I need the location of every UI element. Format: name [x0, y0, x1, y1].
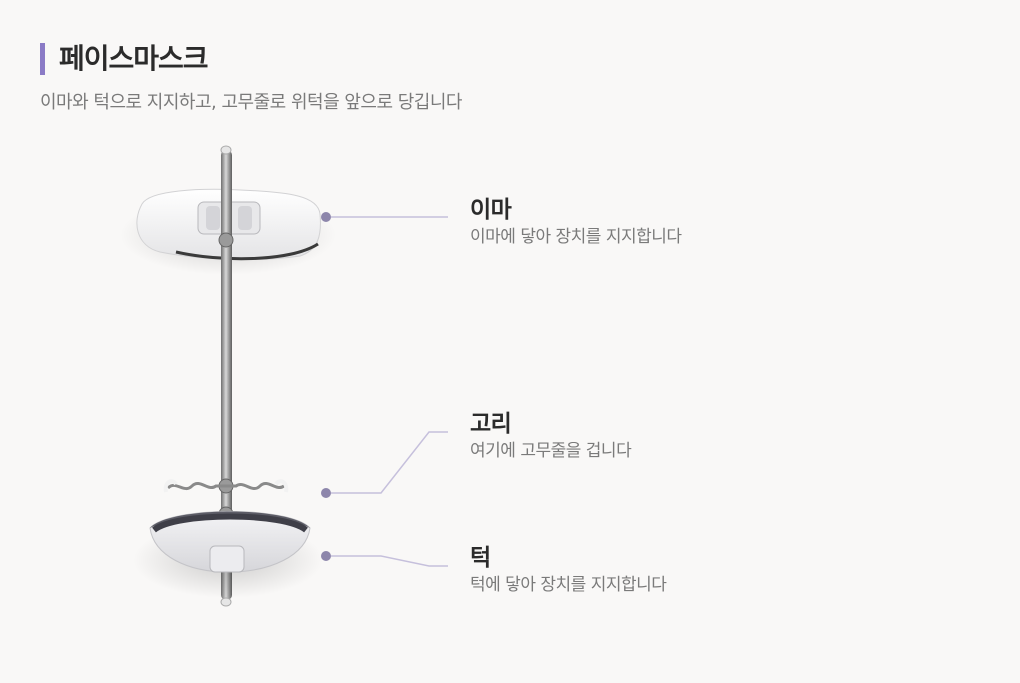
- leader-line-hook: [331, 431, 448, 494]
- callout-title: 고리: [470, 411, 512, 437]
- leader-line-chin: [331, 555, 448, 567]
- elastic-hook-bar: [163, 479, 289, 493]
- callout-description: 이마에 닿아 장치를 지지합니다: [470, 227, 682, 247]
- callout-forehead: 이마 이마에 닿아 장치를 지지합니다: [470, 195, 682, 249]
- callout-hook: 고리 여기에 고무줄을 겁니다: [470, 409, 632, 463]
- callout-description: 여기에 고무줄을 겁니다: [470, 441, 632, 461]
- callout-chin: 턱 턱에 닿아 장치를 지지합니다: [470, 543, 667, 597]
- callout-title: 턱: [470, 545, 491, 571]
- callout-dot-hook: [321, 488, 331, 498]
- callout-description: 턱에 닿아 장치를 지지합니다: [470, 575, 667, 595]
- chin-cup: [133, 511, 323, 598]
- callout-dot-chin: [321, 551, 331, 561]
- callout-dot-forehead: [321, 212, 331, 222]
- title-row: 페이스마스크: [40, 40, 462, 78]
- page-subtitle: 이마와 턱으로 지지하고, 고무줄로 위턱을 앞으로 당깁니다: [40, 92, 463, 113]
- header: 페이스마스크 이마와 턱으로 지지하고, 고무줄로 위턱을 앞으로 당깁니다: [40, 40, 463, 114]
- callout-title: 이마: [470, 197, 512, 223]
- leader-lines: [331, 216, 448, 567]
- page-title: 페이스마스크: [59, 42, 209, 75]
- title-accent-bar: [40, 43, 45, 75]
